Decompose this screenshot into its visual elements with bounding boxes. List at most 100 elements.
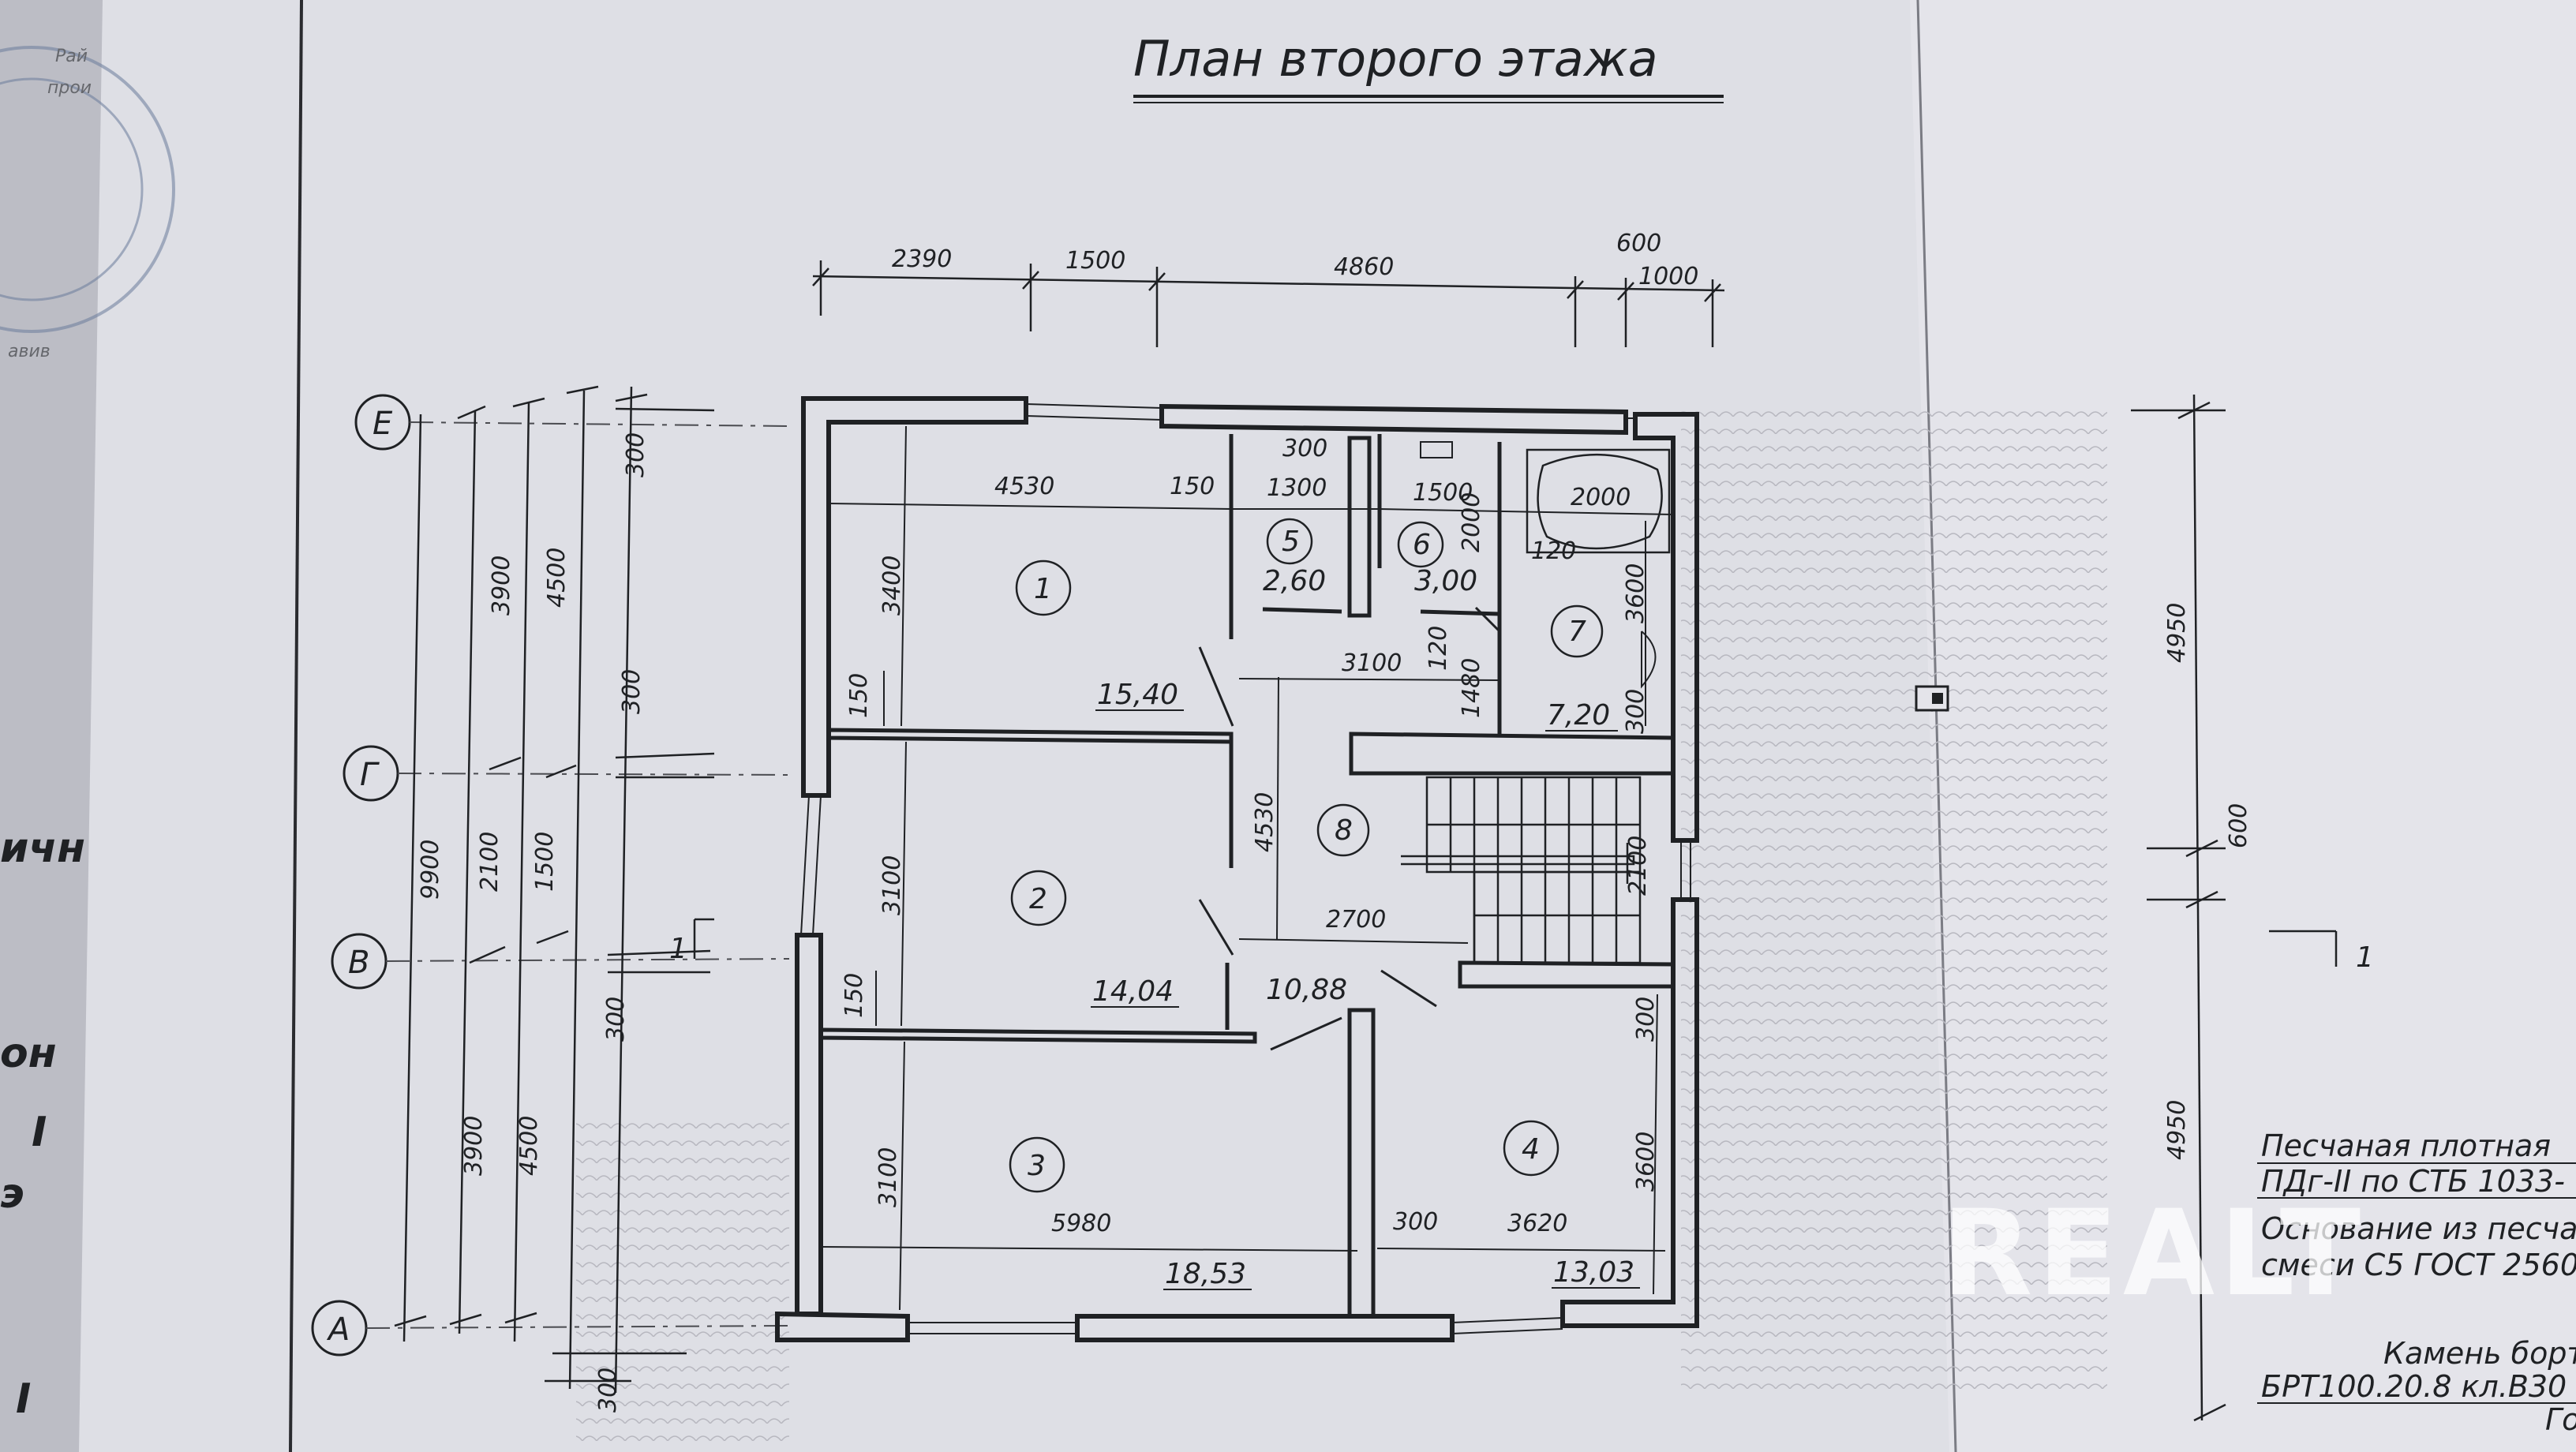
svg-text:9900: 9900 — [417, 840, 444, 900]
svg-text:3600: 3600 — [1622, 563, 1649, 623]
left-margin-text: ичн он І э І — [0, 825, 85, 1423]
svg-text:2390: 2390 — [892, 245, 952, 273]
svg-text:2: 2 — [1029, 883, 1047, 915]
axis-lines — [365, 421, 790, 1329]
inner-dim-labels: 4530 150 1300 300 1500 2000 2000 120 340… — [841, 435, 1660, 1237]
svg-text:3100: 3100 — [874, 1147, 902, 1207]
svg-text:1500: 1500 — [1413, 479, 1473, 507]
right-notes: Песчаная плотная ПДг-II по СТБ 1033- Осн… — [2261, 1128, 2576, 1437]
svg-text:ПДг-II по СТБ 1033-: ПДг-II по СТБ 1033- — [2261, 1164, 2565, 1199]
room-numbers: 1 2 3 4 5 6 7 8 — [1028, 526, 1586, 1182]
svg-text:300: 300 — [1282, 435, 1327, 462]
dims-right-chain — [2131, 394, 2338, 1422]
stamp-text-1: Рай — [55, 47, 88, 66]
stamp-text-2: прои — [47, 78, 92, 98]
main-paper-sheet — [79, 0, 1957, 1452]
inner-dim-lines — [820, 425, 1674, 1311]
svg-text:4500: 4500 — [515, 1116, 543, 1176]
realt-watermark: REALT — [1941, 1185, 2365, 1323]
svg-text:Камень борт: Камень борт — [2383, 1336, 2576, 1371]
sink-toilet — [1420, 441, 1657, 689]
dims-left-labels: 300 3900 4500 9900 300 2100 1500 300 390… — [417, 432, 650, 1413]
stamp: Рай прои авив — [0, 46, 175, 361]
section-mark-right: 1 — [2356, 941, 2374, 974]
svg-text:3100: 3100 — [1342, 649, 1402, 677]
svg-text:БРТ100.20.8 кл.В30: БРТ100.20.8 кл.В30 — [2261, 1369, 2567, 1404]
dims-left-chains — [394, 385, 715, 1394]
svg-text:э: э — [0, 1170, 24, 1218]
staircase — [1401, 776, 1642, 964]
paving-area-right — [1681, 410, 2107, 1397]
svg-text:7: 7 — [1568, 616, 1586, 648]
svg-text:1480: 1480 — [1458, 658, 1485, 718]
svg-text:4530: 4530 — [994, 473, 1054, 500]
dims-top-chain — [812, 260, 1725, 347]
svg-text:5980: 5980 — [1051, 1210, 1111, 1237]
svg-text:2700: 2700 — [1326, 906, 1386, 934]
svg-text:300: 300 — [1622, 689, 1649, 734]
svg-text:3: 3 — [1028, 1150, 1046, 1182]
svg-text:Основание из песча: Основание из песча — [2261, 1211, 2576, 1246]
svg-text:2000: 2000 — [1458, 492, 1485, 552]
axis-label-e: Е — [373, 406, 393, 442]
svg-text:2000: 2000 — [1571, 484, 1631, 511]
axis-label-a: А — [326, 1312, 350, 1348]
svg-text:6: 6 — [1413, 529, 1431, 561]
svg-text:150: 150 — [845, 673, 873, 718]
svg-text:600: 600 — [2225, 803, 2252, 848]
svg-text:смеси С5 ГОСТ 2560: смеси С5 ГОСТ 2560 — [2261, 1248, 2576, 1282]
svg-text:150: 150 — [1170, 473, 1215, 500]
svg-text:2100: 2100 — [476, 832, 504, 892]
note-underlines — [2257, 1162, 2576, 1404]
svg-text:3400: 3400 — [878, 556, 906, 616]
svg-text:ичн: ичн — [0, 825, 85, 872]
outlet-symbol — [1915, 685, 1949, 712]
svg-text:он: он — [0, 1030, 57, 1077]
door-swings — [1198, 606, 1501, 1051]
svg-text:120: 120 — [1531, 537, 1576, 565]
svg-text:14,04: 14,04 — [1092, 975, 1174, 1008]
paving-area-bottom — [576, 1121, 789, 1452]
windows — [800, 403, 1691, 1334]
svg-text:І: І — [32, 1109, 47, 1156]
frame-line-left — [289, 0, 303, 1452]
svg-text:300: 300 — [602, 997, 630, 1042]
section-mark-left: 1 — [669, 933, 687, 965]
svg-text:8: 8 — [1335, 814, 1353, 847]
svg-text:600: 600 — [1616, 230, 1661, 257]
stamp-text-3: авив — [8, 342, 51, 361]
svg-text:3620: 3620 — [1507, 1210, 1567, 1237]
thin-partitions — [1225, 434, 1502, 1030]
outer-walls — [775, 396, 1699, 1342]
svg-text:1000: 1000 — [1638, 263, 1698, 290]
svg-text:1500: 1500 — [531, 832, 559, 892]
room-number-circles — [1009, 518, 1604, 1193]
svg-text:І: І — [16, 1375, 31, 1423]
svg-text:4530: 4530 — [1251, 792, 1279, 852]
plan-title: План второго этажа — [1133, 30, 1658, 88]
svg-text:18,53: 18,53 — [1165, 1258, 1246, 1290]
axis-label-g: Г — [360, 757, 380, 793]
svg-text:10,88: 10,88 — [1266, 974, 1347, 1006]
svg-text:4950: 4950 — [2163, 1100, 2191, 1160]
dims-top-labels: 2390 1500 4860 600 1000 — [892, 230, 1698, 290]
axis-label-v: В — [348, 945, 369, 981]
svg-text:Го: Го — [2545, 1402, 2576, 1437]
svg-text:5: 5 — [1282, 526, 1300, 558]
svg-text:300: 300 — [1393, 1208, 1438, 1236]
svg-text:2,60: 2,60 — [1263, 565, 1326, 597]
svg-text:1: 1 — [1034, 573, 1052, 605]
svg-text:4860: 4860 — [1334, 253, 1394, 281]
svg-text:300: 300 — [622, 432, 650, 477]
svg-text:4950: 4950 — [2163, 603, 2191, 663]
svg-text:1500: 1500 — [1065, 247, 1125, 275]
svg-text:4: 4 — [1522, 1133, 1540, 1166]
svg-text:120: 120 — [1425, 626, 1452, 671]
svg-text:300: 300 — [594, 1368, 622, 1413]
svg-text:3100: 3100 — [878, 855, 906, 915]
svg-text:Песчаная плотная: Песчаная плотная — [2261, 1128, 2551, 1163]
svg-text:1300: 1300 — [1267, 474, 1327, 502]
svg-text:150: 150 — [841, 973, 868, 1018]
room-areas: 15,40 14,04 18,53 13,03 2,60 3,00 7,20 1… — [1092, 565, 1634, 1290]
